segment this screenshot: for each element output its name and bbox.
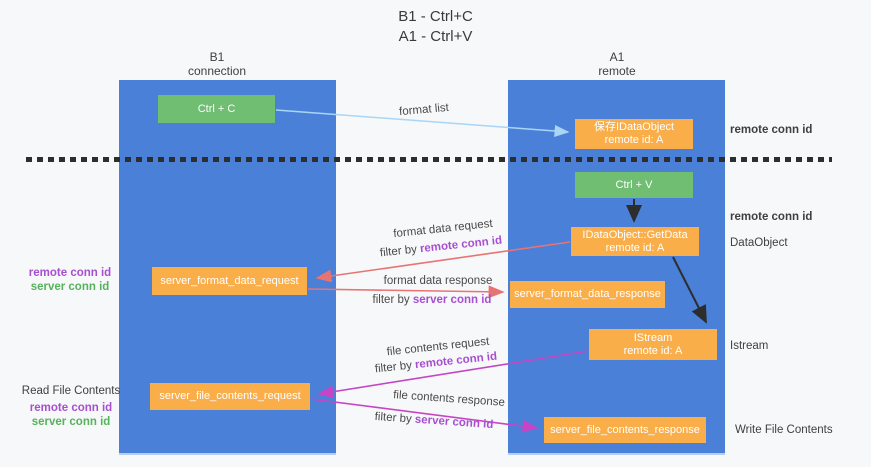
node-getdata: IDataObject::GetData remote id: A: [571, 227, 699, 256]
title-line-1: B1 - Ctrl+C: [398, 8, 473, 25]
node-istream: IStream remote id: A: [589, 329, 717, 360]
right-write-file-contents-label: Write File Contents: [735, 424, 833, 436]
left-file-remote-conn-id: remote conn id: [29, 402, 113, 414]
right-remote-conn-id-mid: remote conn id: [730, 211, 813, 223]
side-label-left-format-ids: remote conn id server conn id: [20, 266, 120, 294]
side-label-read-file-contents: Read File Contents remote conn id server…: [15, 384, 127, 429]
left-remote-conn-id: remote conn id: [28, 267, 112, 279]
node-server-format-data-response-label: server_format_data_response: [514, 288, 661, 300]
node-getdata-line2: remote id: A: [605, 241, 665, 254]
right-dataobject-label: DataObject: [730, 237, 788, 249]
node-server-format-data-request: server_format_data_request: [152, 267, 307, 295]
right-istream-label: Istream: [730, 340, 769, 352]
node-getdata-line1: IDataObject::GetData: [582, 228, 688, 241]
node-server-file-contents-response-label: server_file_contents_response: [550, 423, 700, 436]
filter-by-value: server conn id: [412, 294, 492, 306]
filter-by-value: server conn id: [414, 413, 494, 432]
node-save-dataobject: 保存IDataObject remote id: A: [575, 119, 693, 149]
flow-label-format-data-response: format data response: [383, 275, 493, 287]
lane-header-left-top: B1: [209, 50, 225, 64]
node-save-dataobject-line2: remote id: A: [604, 134, 664, 146]
flow-label-format-list: format list: [398, 101, 450, 119]
node-server-format-data-request-label: server_format_data_request: [160, 274, 299, 287]
node-server-file-contents-request: server_file_contents_request: [150, 383, 310, 410]
arrow-format-data-response: [307, 285, 505, 299]
lane-header-right-top: A1: [609, 50, 625, 64]
node-ctrl-v: Ctrl + V: [575, 172, 693, 198]
flow-label-file-contents-response-filter: filter by server conn id: [374, 411, 493, 431]
flow-label-file-contents-response: file contents response: [392, 389, 506, 409]
title-line-2: A1 - Ctrl+V: [398, 28, 473, 45]
flow-label-format-data-response-filter: filter by server conn id: [373, 294, 492, 306]
right-remote-conn-id-top: remote conn id: [730, 124, 813, 136]
node-ctrl-c: Ctrl + C: [158, 95, 275, 123]
filter-by-prefix: filter by: [372, 294, 413, 306]
filter-by-value: remote conn id: [419, 234, 503, 256]
lane-header-left-bottom: connection: [187, 64, 247, 78]
node-istream-line2: remote id: A: [623, 344, 683, 357]
dashed-separator: [26, 157, 832, 162]
node-ctrl-c-label: Ctrl + C: [197, 102, 236, 115]
lane-header-right-bottom: remote: [598, 64, 636, 78]
node-server-format-data-response: server_format_data_response: [510, 281, 665, 308]
left-file-server-conn-id: server conn id: [31, 416, 111, 428]
filter-by-prefix: filter by: [379, 243, 421, 260]
node-server-file-contents-response: server_file_contents_response: [544, 417, 706, 443]
node-server-file-contents-request-label: server_file_contents_request: [159, 390, 301, 402]
left-server-conn-id: server conn id: [30, 281, 110, 293]
filter-by-prefix: filter by: [374, 359, 416, 376]
node-istream-line1: IStream: [633, 331, 673, 344]
node-save-dataobject-line1: 保存IDataObject: [593, 121, 675, 133]
node-ctrl-v-label: Ctrl + V: [615, 178, 653, 191]
lane-header-right: A1 remote: [537, 50, 697, 78]
lane-header-left: B1 connection: [137, 50, 297, 78]
read-file-contents-label: Read File Contents: [21, 385, 121, 397]
diagram-title: B1 - Ctrl+C A1 - Ctrl+V: [0, 7, 871, 47]
filter-by-prefix: filter by: [374, 410, 416, 426]
